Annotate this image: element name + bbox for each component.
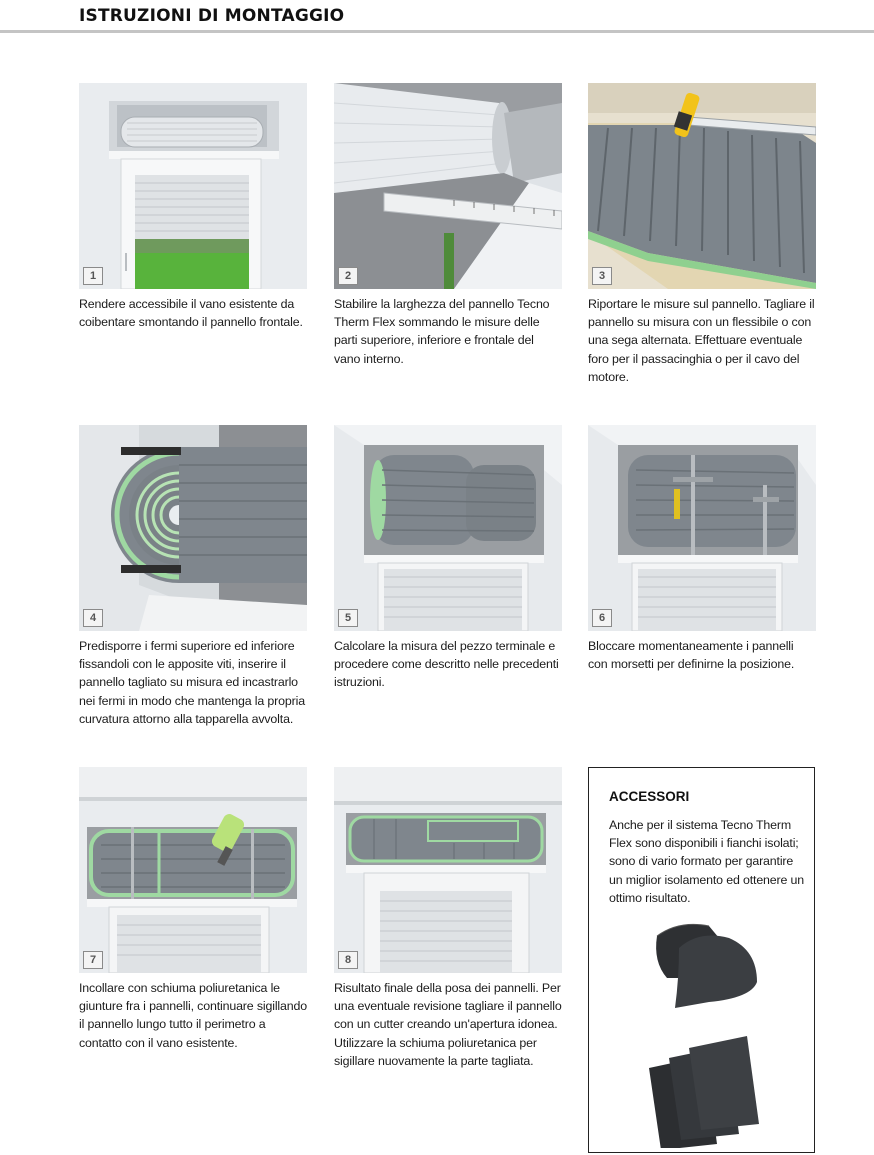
step-7-caption: Incollare con schiuma poliuretanica le g…	[79, 981, 307, 1050]
step-6-number: 6	[592, 609, 612, 627]
step-8-image: 8	[334, 767, 562, 973]
step-3: 3 Riportare le misure sul pannello. Tagl…	[588, 83, 816, 386]
step-5-image: 5	[334, 425, 562, 631]
page-title: ISTRUZIONI DI MONTAGGIO	[79, 6, 345, 26]
step-3-image: 3	[588, 83, 816, 289]
step-5-caption: Calcolare la misura del pezzo terminale …	[334, 639, 559, 690]
step-1-number: 1	[83, 267, 103, 285]
step-4-number: 4	[83, 609, 103, 627]
step-7-image: 7	[79, 767, 307, 973]
step-8-number: 8	[338, 951, 358, 969]
step-4: 4 Predisporre i fermi superiore ed infer…	[79, 425, 307, 728]
step-8: 8 Risultato finale della posa dei pannel…	[334, 767, 562, 1070]
step-5-number: 5	[338, 609, 358, 627]
step-1-image: 1	[79, 83, 307, 289]
title-rule	[0, 30, 874, 33]
step-2-number: 2	[338, 267, 358, 285]
step-5: 5 Calcolare la misura del pezzo terminal…	[334, 425, 562, 692]
accessori-text: Anche per il sistema Tecno Therm Flex so…	[609, 818, 805, 905]
step-6: 6 Bloccare momentaneamente i pannelli co…	[588, 425, 816, 673]
step-2: 2 Stabilire la larghezza del pannello Te…	[334, 83, 562, 368]
step-2-image: 2	[334, 83, 562, 289]
step-8-caption: Risultato finale della posa dei pannelli…	[334, 981, 562, 1068]
step-3-caption: Riportare le misure sul pannello. Taglia…	[588, 297, 815, 384]
step-7: 7 Incollare con schiuma poliuretanica le…	[79, 767, 307, 1052]
accessori-box: ACCESSORI Anche per il sistema Tecno The…	[588, 767, 815, 1153]
step-1-caption: Rendere accessibile il vano esistente da…	[79, 297, 303, 330]
step-7-number: 7	[83, 951, 103, 969]
step-3-number: 3	[592, 267, 612, 285]
step-4-caption: Predisporre i fermi superiore ed inferio…	[79, 639, 305, 726]
step-2-caption: Stabilire la larghezza del pannello Tecn…	[334, 297, 550, 366]
step-4-image: 4	[79, 425, 307, 631]
accessori-title: ACCESSORI	[609, 789, 690, 804]
step-6-caption: Bloccare momentaneamente i pannelli con …	[588, 639, 795, 672]
accessori-side-panels-image	[649, 923, 759, 1148]
step-6-image: 6	[588, 425, 816, 631]
step-1: 1 Rendere accessibile il vano esistente …	[79, 83, 307, 331]
